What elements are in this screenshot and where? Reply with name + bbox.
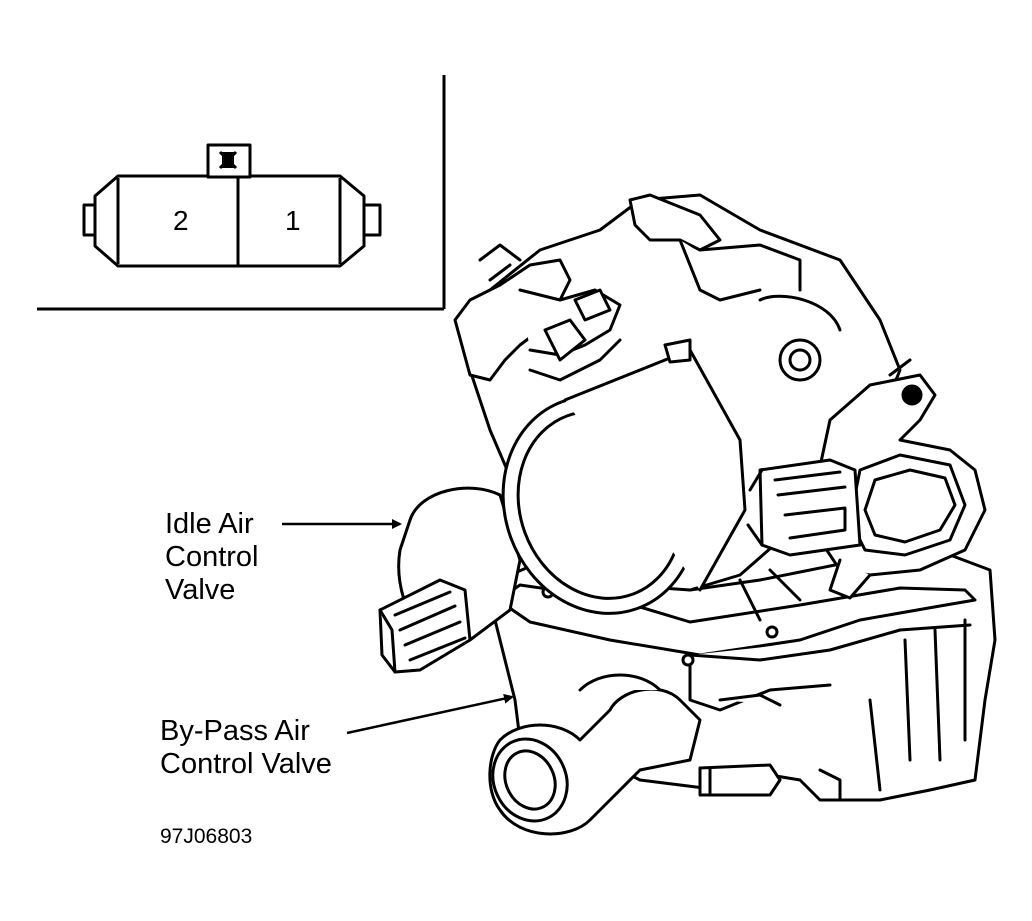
- bypass-air-leader: [346, 693, 514, 735]
- connector-inset-frame: [37, 75, 446, 311]
- iac-connector: [378, 578, 472, 674]
- throttle-linkage: [453, 243, 622, 382]
- bypass-label-line-2: Control Valve: [160, 748, 332, 780]
- bypass-pipe: [488, 673, 702, 836]
- bypass-label-line-1: By-Pass Air: [160, 715, 310, 747]
- pin-number-2: 2: [173, 205, 189, 236]
- tps-connector: [746, 458, 862, 557]
- throttle-bore: [501, 348, 747, 615]
- two-pin-connector: [82, 143, 382, 268]
- leader-lines: [282, 519, 514, 735]
- pin-number-1: 1: [285, 205, 301, 236]
- idle-air-label-line-2: Control: [165, 541, 259, 573]
- throttle-body: [378, 193, 997, 836]
- figure-id: 97J06803: [160, 825, 253, 848]
- idle-air-label-line-1: Idle Air: [165, 508, 254, 540]
- idle-air-label-line-3: Valve: [165, 574, 236, 606]
